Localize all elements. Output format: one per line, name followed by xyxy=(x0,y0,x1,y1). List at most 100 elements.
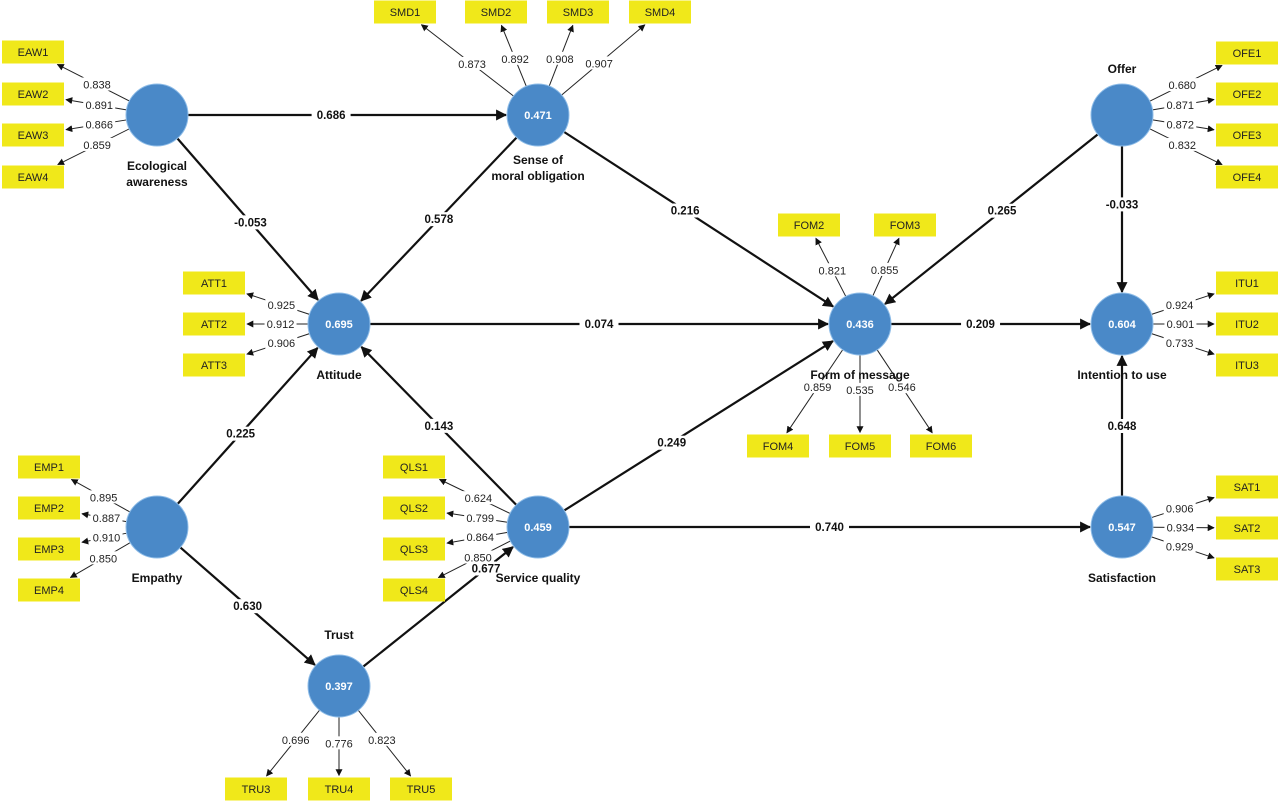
indicator-box[interactable] xyxy=(1216,165,1278,189)
indicator-sat3[interactable]: SAT3 xyxy=(1216,557,1278,581)
indicator-box[interactable] xyxy=(2,123,64,147)
indicator-box[interactable] xyxy=(374,0,436,24)
construct-circle[interactable] xyxy=(125,495,189,559)
indicator-box[interactable] xyxy=(1216,271,1278,295)
construct-label: Attitude xyxy=(316,368,362,382)
indicator-tru5[interactable]: TRU5 xyxy=(390,777,452,801)
indicator-box[interactable] xyxy=(1216,475,1278,499)
construct-circle[interactable] xyxy=(506,83,570,147)
indicator-eaw1[interactable]: EAW1 xyxy=(2,40,64,64)
indicator-box[interactable] xyxy=(829,434,891,458)
indicator-tru3[interactable]: TRU3 xyxy=(225,777,287,801)
indicator-box[interactable] xyxy=(910,434,972,458)
indicator-qls1[interactable]: QLS1 xyxy=(383,455,445,479)
indicator-box[interactable] xyxy=(383,455,445,479)
indicator-emp2[interactable]: EMP2 xyxy=(18,496,80,520)
path-coefficient: 0.074 xyxy=(585,319,614,331)
indicator-box[interactable] xyxy=(465,0,527,24)
indicator-itu2[interactable]: ITU2 xyxy=(1216,312,1278,336)
indicator-box[interactable] xyxy=(2,165,64,189)
construct-circle[interactable] xyxy=(307,654,371,718)
indicator-box[interactable] xyxy=(383,496,445,520)
indicator-ofe3[interactable]: OFE3 xyxy=(1216,123,1278,147)
construct-circle[interactable] xyxy=(1090,292,1154,356)
indicator-box[interactable] xyxy=(225,777,287,801)
indicator-att3[interactable]: ATT3 xyxy=(183,353,245,377)
indicator-ofe2[interactable]: OFE2 xyxy=(1216,82,1278,106)
indicator-box[interactable] xyxy=(18,578,80,602)
construct-circle[interactable] xyxy=(1090,83,1154,147)
indicator-box[interactable] xyxy=(747,434,809,458)
construct-circle[interactable] xyxy=(307,292,371,356)
indicator-box[interactable] xyxy=(308,777,370,801)
indicator-smd4[interactable]: SMD4 xyxy=(629,0,691,24)
indicator-eaw3[interactable]: EAW3 xyxy=(2,123,64,147)
construct-circle[interactable] xyxy=(125,83,189,147)
indicator-box[interactable] xyxy=(1216,82,1278,106)
indicator-fom3[interactable]: FOM3 xyxy=(874,213,936,237)
indicator-box[interactable] xyxy=(2,40,64,64)
indicator-smd3[interactable]: SMD3 xyxy=(547,0,609,24)
construct-empathy[interactable]: Empathy xyxy=(125,495,189,585)
indicator-emp1[interactable]: EMP1 xyxy=(18,455,80,479)
indicator-box[interactable] xyxy=(1216,516,1278,540)
path-coefficient: 0.216 xyxy=(671,205,700,217)
loading-value: 0.895 xyxy=(90,492,118,504)
indicator-box[interactable] xyxy=(1216,123,1278,147)
indicator-box[interactable] xyxy=(2,82,64,106)
indicator-box[interactable] xyxy=(183,312,245,336)
indicator-eaw2[interactable]: EAW2 xyxy=(2,82,64,106)
indicator-box[interactable] xyxy=(18,537,80,561)
indicator-att2[interactable]: ATT2 xyxy=(183,312,245,336)
indicator-box[interactable] xyxy=(874,213,936,237)
indicator-box[interactable] xyxy=(778,213,840,237)
indicator-smd1[interactable]: SMD1 xyxy=(374,0,436,24)
indicator-emp4[interactable]: EMP4 xyxy=(18,578,80,602)
indicator-smd2[interactable]: SMD2 xyxy=(465,0,527,24)
indicator-eaw4[interactable]: EAW4 xyxy=(2,165,64,189)
indicator-box[interactable] xyxy=(1216,41,1278,65)
indicator-fom4[interactable]: FOM4 xyxy=(747,434,809,458)
indicator-fom6[interactable]: FOM6 xyxy=(910,434,972,458)
indicator-box[interactable] xyxy=(1216,557,1278,581)
indicator-fom5[interactable]: FOM5 xyxy=(829,434,891,458)
indicator-sat2[interactable]: SAT2 xyxy=(1216,516,1278,540)
indicator-qls4[interactable]: QLS4 xyxy=(383,578,445,602)
indicator-box[interactable] xyxy=(390,777,452,801)
indicator-emp3[interactable]: EMP3 xyxy=(18,537,80,561)
indicator-sat1[interactable]: SAT1 xyxy=(1216,475,1278,499)
loading-value: 0.906 xyxy=(268,338,296,350)
indicator-box[interactable] xyxy=(383,578,445,602)
indicator-tru4[interactable]: TRU4 xyxy=(308,777,370,801)
indicator-ofe4[interactable]: OFE4 xyxy=(1216,165,1278,189)
indicator-ofe1[interactable]: OFE1 xyxy=(1216,41,1278,65)
indicator-itu3[interactable]: ITU3 xyxy=(1216,353,1278,377)
construct-circle[interactable] xyxy=(1090,495,1154,559)
indicator-box[interactable] xyxy=(547,0,609,24)
indicator-box[interactable] xyxy=(1216,312,1278,336)
construct-offer[interactable]: Offer xyxy=(1090,62,1154,147)
indicator-box[interactable] xyxy=(183,271,245,295)
indicator-att1[interactable]: ATT1 xyxy=(183,271,245,295)
indicator-box[interactable] xyxy=(1216,353,1278,377)
indicator-fom2[interactable]: FOM2 xyxy=(778,213,840,237)
indicator-box[interactable] xyxy=(18,496,80,520)
indicator-box[interactable] xyxy=(383,537,445,561)
indicator-box[interactable] xyxy=(629,0,691,24)
loading-background xyxy=(1166,137,1199,151)
indicator-box[interactable] xyxy=(183,353,245,377)
construct-circle[interactable] xyxy=(828,292,892,356)
indicator-qls3[interactable]: QLS3 xyxy=(383,537,445,561)
construct-circle[interactable] xyxy=(506,495,570,559)
indicator-box[interactable] xyxy=(18,455,80,479)
indicator-qls2[interactable]: QLS2 xyxy=(383,496,445,520)
indicator-itu1[interactable]: ITU1 xyxy=(1216,271,1278,295)
